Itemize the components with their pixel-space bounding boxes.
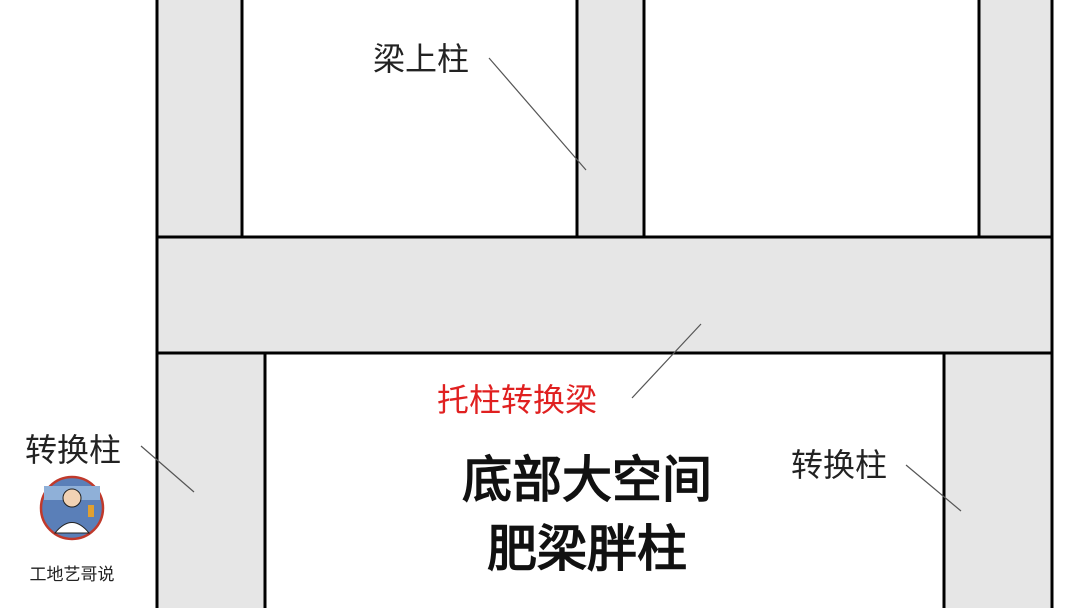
- main-caption-line1: 底部大空间: [462, 450, 712, 509]
- label-transfer-column-left: 转换柱: [25, 431, 121, 469]
- main-caption-line2: 肥梁胖柱: [487, 519, 687, 578]
- transfer-column-right: [942, 351, 1054, 608]
- leader-transfer-column-left: [140, 445, 195, 493]
- upper-right-column: [977, 0, 1054, 239]
- transfer-beam: [155, 235, 1054, 355]
- label-transfer-column-right: 转换柱: [791, 446, 887, 484]
- leader-upper-column: [488, 57, 587, 171]
- brand-name: 工地艺哥说: [30, 565, 115, 585]
- label-transfer-beam: 托柱转换梁: [437, 381, 597, 419]
- label-upper-column: 梁上柱: [373, 40, 469, 78]
- upper-left-column: [155, 0, 244, 239]
- upper-middle-column: [575, 0, 646, 239]
- leader-transfer-column-right: [905, 464, 962, 512]
- transfer-column-left: [155, 351, 267, 608]
- leader-transfer-beam: [631, 323, 702, 399]
- avatar: [39, 475, 105, 541]
